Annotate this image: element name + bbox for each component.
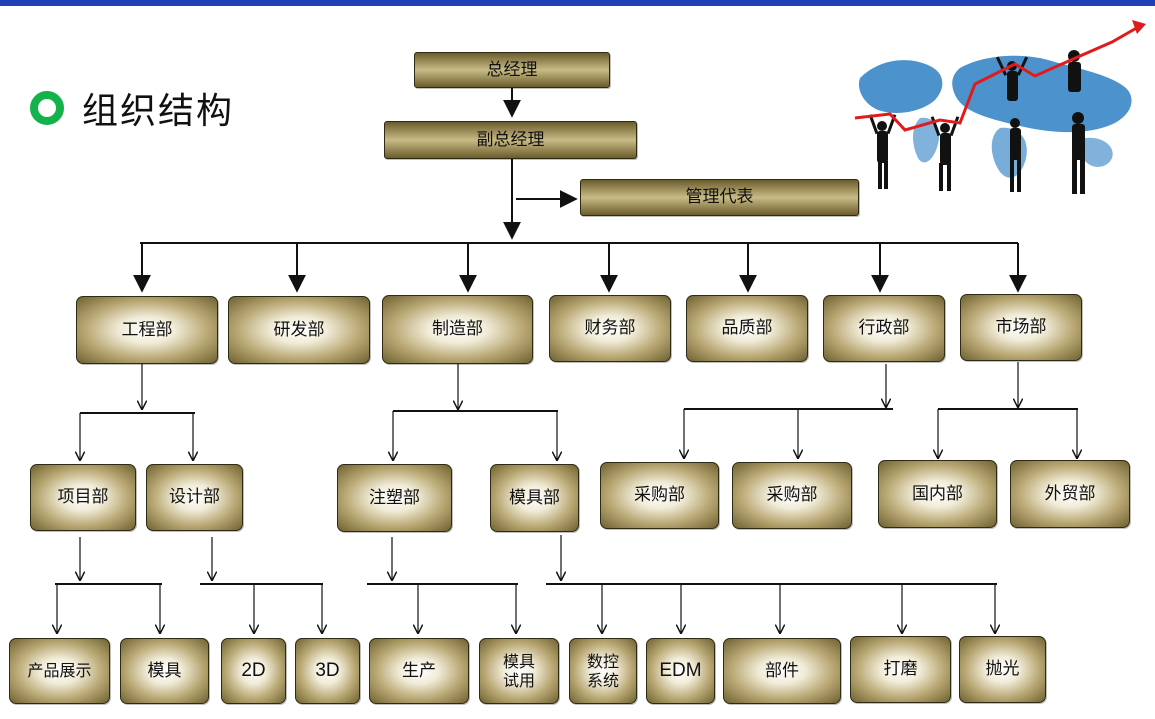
leaf-cnc-line-2: 系统 [586,671,619,690]
leaf-mold-trial: 模具 试用 [479,638,559,704]
leaf-edm: EDM [646,638,715,704]
dept-engineering: 工程部 [76,296,218,364]
deputy-general-manager-box: 副总经理 [384,121,637,159]
leaf-mold-trial-line-2: 试用 [502,671,535,690]
leaf-mold-trial-line-1: 模具 [502,651,535,671]
dept-marketing: 市场部 [960,294,1082,361]
top-accent-bar [0,0,1155,6]
leaf-polishing: 抛光 [959,636,1046,703]
leaf-3d: 3D [295,638,360,704]
leaf-product-display: 产品展示 [9,638,110,704]
subdept-foreign-trade: 外贸部 [1010,460,1130,528]
subdept-injection: 注塑部 [337,464,452,532]
dept-admin: 行政部 [823,295,945,362]
subdept-mold: 模具部 [490,464,579,532]
dept-quality: 品质部 [686,295,808,362]
leaf-grinding: 打磨 [850,636,951,703]
management-representative-box: 管理代表 [580,179,859,216]
leaf-mold: 模具 [120,638,209,704]
dept-finance: 财务部 [549,295,671,362]
subdept-purchase-1: 采购部 [600,462,719,529]
dept-manufacturing: 制造部 [382,295,533,364]
subdept-design: 设计部 [146,464,243,531]
business-growth-world-map-icon [854,20,1146,194]
subdept-purchase-2: 采购部 [732,462,852,529]
subdept-domestic: 国内部 [878,460,997,528]
dept-rnd: 研发部 [228,296,370,364]
leaf-parts: 部件 [723,638,841,704]
bullet-icon [30,91,64,125]
general-manager-box: 总经理 [414,52,610,88]
page-title: 组织结构 [82,91,235,132]
leaf-cnc-line-1: 数控 [586,651,619,671]
subdept-project: 项目部 [30,464,136,531]
leaf-2d: 2D [221,638,286,704]
page-heading: 组织结构 [30,80,234,136]
leaf-production: 生产 [369,638,469,704]
leaf-cnc-system: 数控 系统 [569,638,637,704]
